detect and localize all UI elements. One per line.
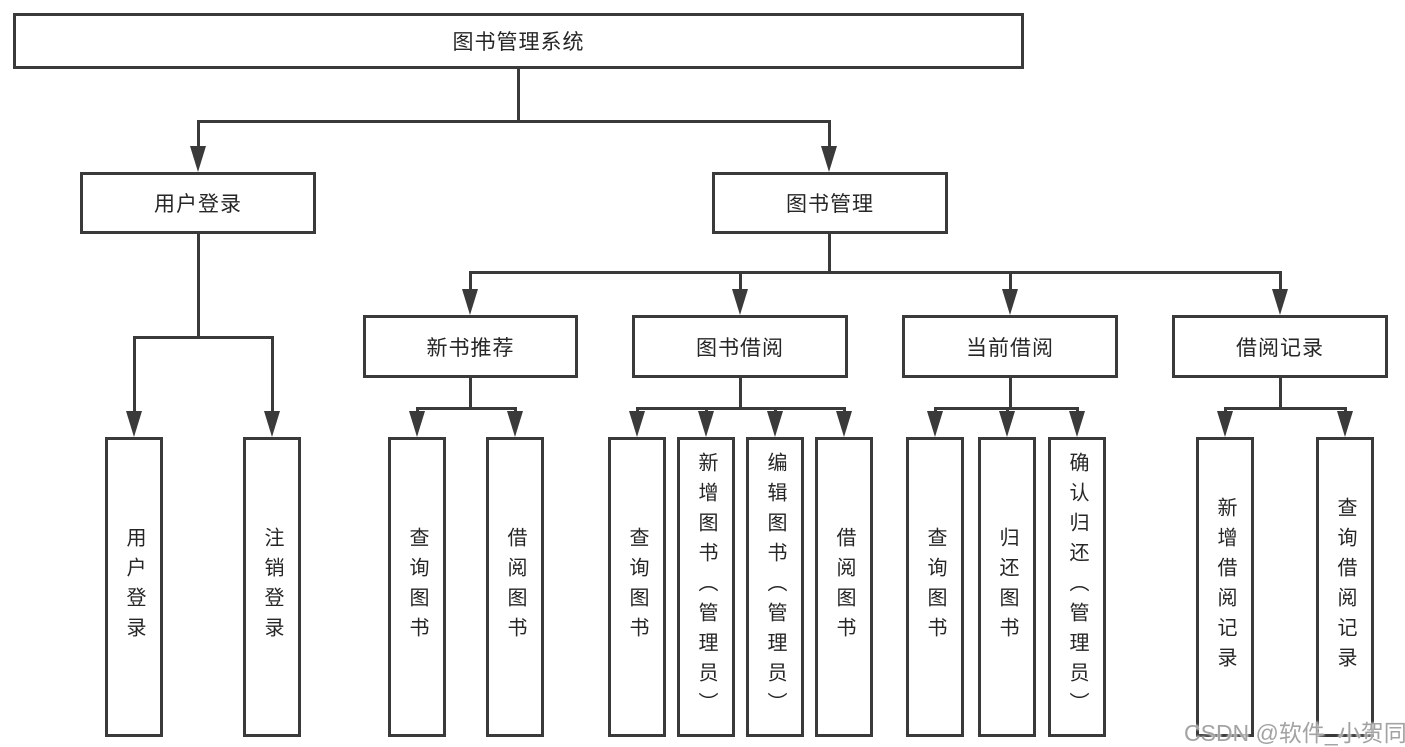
node-label: 确认归还（管理员）: [1066, 452, 1088, 722]
connector-line: [739, 378, 742, 409]
leaf-add-books-admin: 新增图书（管理员）: [677, 437, 735, 737]
node-new-book-recommendation: 新书推荐: [363, 315, 578, 378]
connector-line: [1279, 378, 1282, 409]
node-book-management: 图书管理: [712, 172, 948, 234]
connector-line: [705, 407, 708, 413]
watermark: CSDN @软件_小贺同学: [1184, 720, 1405, 746]
leaf-edit-books-admin: 编辑图书（管理员）: [746, 437, 804, 737]
leaf-logout: 注销登录: [243, 437, 301, 737]
leaf-query-books-current: 查询图书: [906, 437, 964, 737]
connector-line: [133, 336, 136, 413]
connector-line: [1279, 271, 1282, 291]
leaf-borrow-books-borrowing: 借阅图书: [815, 437, 873, 737]
connector-line: [1224, 407, 1347, 410]
leaf-query-borrowing-record: 查询借阅记录: [1316, 437, 1374, 737]
arrowhead-down-icon: [629, 411, 645, 437]
arrowhead-down-icon: [836, 411, 852, 437]
connector-line: [469, 271, 472, 291]
connector-line: [416, 407, 517, 410]
connector-line: [636, 407, 846, 410]
node-label: 查询图书: [406, 527, 428, 647]
connector-line: [843, 407, 846, 413]
node-label: 借阅图书: [504, 527, 526, 647]
node-label: 图书管理系统: [452, 31, 585, 54]
arrowhead-down-icon: [462, 289, 478, 315]
node-user-login: 用户登录: [80, 172, 316, 234]
arrowhead-down-icon: [507, 411, 523, 437]
arrowhead-down-icon: [409, 411, 425, 437]
connector-line: [416, 407, 419, 413]
connector-line: [1344, 407, 1347, 413]
node-label: 用户登录: [154, 193, 242, 216]
arrowhead-down-icon: [1337, 411, 1353, 437]
node-label: 用户登录: [123, 527, 145, 647]
arrowhead-down-icon: [1272, 289, 1288, 315]
connector-line: [1224, 407, 1227, 413]
node-label: 注销登录: [261, 527, 283, 647]
arrowhead-down-icon: [767, 411, 783, 437]
leaf-return-books: 归还图书: [978, 437, 1036, 737]
connector-line: [133, 336, 274, 339]
arrowhead-down-icon: [999, 411, 1015, 437]
connector-line: [1006, 407, 1009, 413]
node-label: 借阅记录: [1236, 336, 1324, 360]
node-label: 当前借阅: [966, 336, 1054, 360]
leaf-query-books-recommend: 查询图书: [388, 437, 446, 737]
connector-line: [197, 234, 200, 338]
leaf-query-books-borrowing: 查询图书: [608, 437, 666, 737]
arrowhead-down-icon: [927, 411, 943, 437]
connector-line: [1009, 271, 1012, 291]
connector-line: [514, 407, 517, 413]
node-label: 归还图书: [996, 527, 1018, 647]
node-library-management-system: 图书管理系统: [13, 13, 1024, 69]
connector-line: [739, 271, 742, 291]
arrowhead-down-icon: [698, 411, 714, 437]
connector-line: [934, 407, 937, 413]
node-label: 图书管理: [786, 193, 874, 216]
arrowhead-down-icon: [821, 146, 837, 172]
node-label: 编辑图书（管理员）: [764, 452, 786, 722]
connector-line: [197, 120, 831, 123]
connector-line: [271, 336, 274, 413]
arrowhead-down-icon: [126, 411, 142, 437]
node-label: 图书借阅: [696, 336, 784, 360]
connector-line: [828, 234, 831, 273]
node-label: 借阅图书: [833, 527, 855, 647]
node-label: 新增图书（管理员）: [695, 452, 717, 722]
connector-line: [517, 69, 520, 122]
leaf-borrow-books-recommend: 借阅图书: [486, 437, 544, 737]
node-label: 查询借阅记录: [1334, 497, 1356, 677]
arrowhead-down-icon: [1069, 411, 1085, 437]
node-label: 新增借阅记录: [1214, 497, 1236, 677]
arrowhead-down-icon: [264, 411, 280, 437]
node-current-borrowing: 当前借阅: [902, 315, 1118, 378]
arrowhead-down-icon: [190, 146, 206, 172]
node-label: 查询图书: [924, 527, 946, 647]
leaf-confirm-return-admin: 确认归还（管理员）: [1048, 437, 1106, 737]
arrowhead-down-icon: [1217, 411, 1233, 437]
leaf-user-login: 用户登录: [105, 437, 163, 737]
arrowhead-down-icon: [732, 289, 748, 315]
leaf-add-borrowing-record: 新增借阅记录: [1196, 437, 1254, 737]
node-label: 新书推荐: [426, 336, 515, 360]
connector-line: [197, 120, 200, 148]
node-borrowing-records: 借阅记录: [1172, 315, 1388, 378]
arrowhead-down-icon: [1002, 289, 1018, 315]
connector-line: [828, 120, 831, 148]
connector-line: [636, 407, 639, 413]
connector-line: [774, 407, 777, 413]
node-book-borrowing: 图书借阅: [632, 315, 848, 378]
connector-line: [469, 378, 472, 409]
connector-line: [1009, 378, 1012, 409]
node-label: 查询图书: [626, 527, 648, 647]
connector-line: [1076, 407, 1079, 413]
connector-line: [469, 271, 1282, 274]
